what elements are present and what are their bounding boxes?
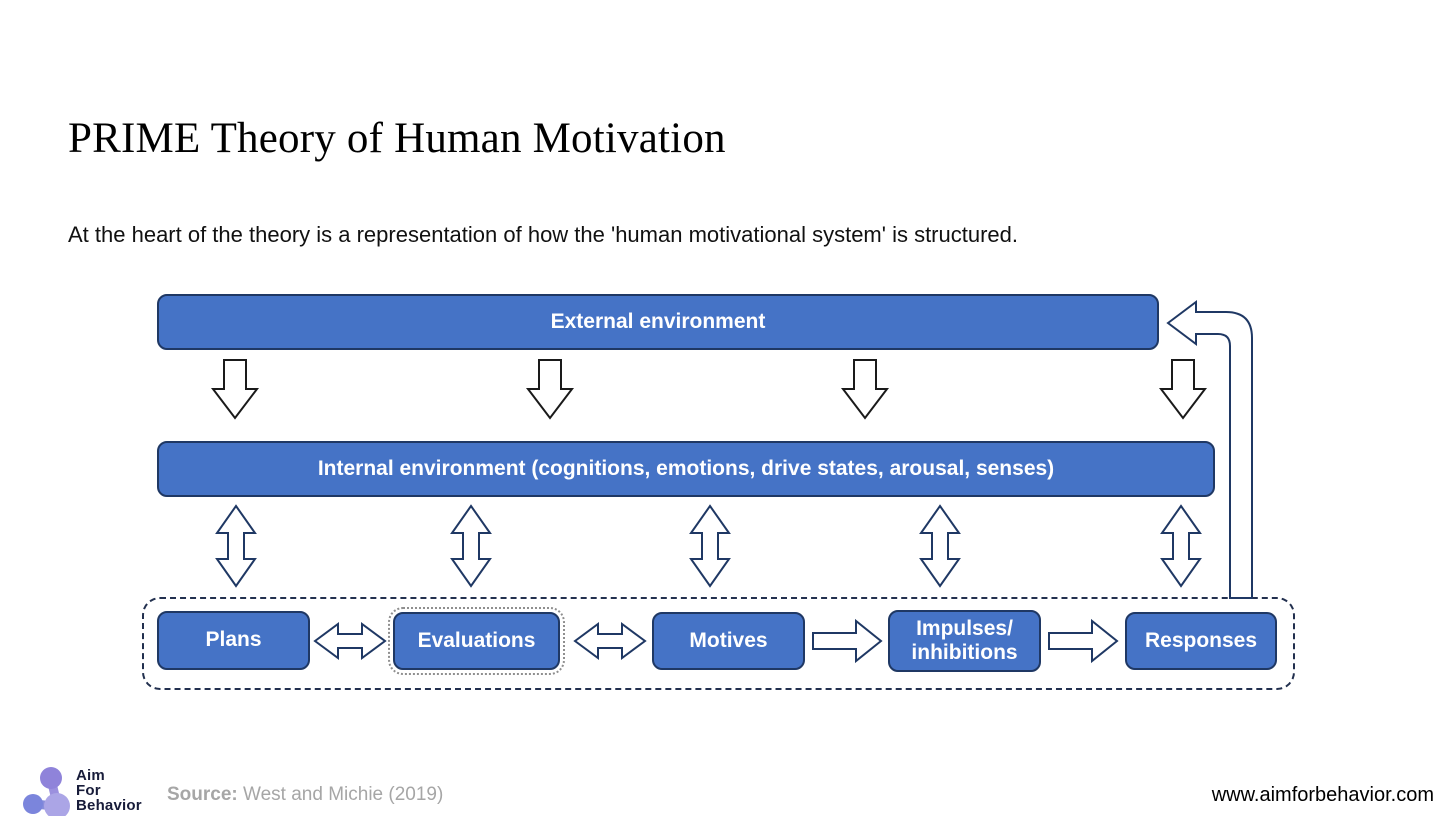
updown-arrow-4 (919, 504, 961, 588)
plans-label: Plans (205, 628, 262, 652)
down-arrow-1 (210, 359, 260, 420)
page-title: PRIME Theory of Human Motivation (68, 115, 726, 162)
logo-text-line3: Behavior (76, 797, 142, 814)
updown-arrow-5 (1160, 504, 1202, 588)
motives-label: Motives (689, 628, 768, 652)
down-arrow-2 (525, 359, 575, 420)
external-environment-label: External environment (550, 309, 766, 333)
down-arrow-3 (840, 359, 890, 420)
external-environment-box[interactable]: External environment (157, 294, 1159, 350)
website-url[interactable]: www.aimforbehavior.com (1211, 784, 1434, 806)
motives-box[interactable]: Motives (652, 612, 805, 670)
impulses-inhibitions-label: Impulses/ inhibitions (911, 616, 1018, 664)
plans-box[interactable]: Plans (157, 611, 310, 670)
impulses-inhibitions-box[interactable]: Impulses/ inhibitions (888, 610, 1041, 672)
responses-label: Responses (1144, 628, 1258, 652)
internal-environment-box[interactable]: Internal environment (cognitions, emotio… (157, 441, 1215, 497)
updown-arrow-3 (689, 504, 731, 588)
responses-box[interactable]: Responses (1125, 612, 1277, 670)
aim-for-behavior-logo-icon (23, 767, 70, 816)
slide-subtitle: At the heart of the theory is a represen… (68, 222, 1018, 247)
down-arrow-4 (1158, 359, 1208, 420)
source-text: West and Michie (2019) (237, 784, 444, 805)
source-label: Source: (167, 784, 238, 805)
internal-environment-label: Internal environment (cognitions, emotio… (317, 456, 1055, 480)
evaluations-box-selected[interactable]: Evaluations (388, 607, 565, 675)
logo-text-line1: Aim (76, 767, 105, 784)
updown-arrow-1 (215, 504, 257, 588)
updown-arrow-2 (450, 504, 492, 588)
source-attribution: Source: West and Michie (2019) (167, 784, 443, 806)
aim-for-behavior-logo-text: Aim For Behavior (76, 768, 142, 813)
evaluations-label: Evaluations (417, 628, 536, 652)
logo-text-line2: For (76, 782, 101, 799)
dashed-group-outline (142, 597, 1295, 690)
